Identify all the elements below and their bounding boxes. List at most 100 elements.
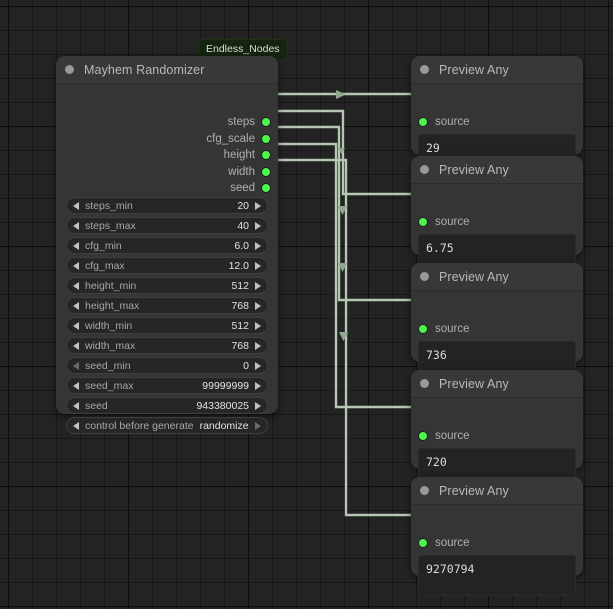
collapse-dot-icon[interactable] (420, 272, 429, 281)
preview-value: 736 (426, 348, 447, 362)
widget-label: height_min (85, 279, 137, 292)
widget-cfg-max[interactable]: cfg_max 12.0 (66, 257, 268, 274)
preview-value: 6.75 (426, 241, 454, 255)
preview-any-node-5[interactable]: Preview Any source 9270794 (411, 477, 583, 596)
next-option-arrow-icon[interactable] (255, 421, 261, 430)
widget-label: control before generate (85, 419, 194, 432)
widget-value[interactable]: randomize (199, 419, 249, 432)
decrement-arrow-icon[interactable] (73, 361, 79, 370)
collapse-dot-icon[interactable] (65, 65, 74, 74)
decrement-arrow-icon[interactable] (73, 401, 79, 410)
decrement-arrow-icon[interactable] (73, 281, 79, 290)
output-dot-icon[interactable] (262, 135, 270, 143)
input-slot-label: source (435, 323, 470, 335)
input-slot-source[interactable]: source (419, 114, 470, 130)
decrement-arrow-icon[interactable] (73, 221, 79, 230)
node-header[interactable]: Preview Any (411, 56, 583, 84)
increment-arrow-icon[interactable] (255, 361, 261, 370)
decrement-arrow-icon[interactable] (73, 321, 79, 330)
widget-value[interactable]: 512 (231, 319, 249, 332)
widget-value[interactable]: 20 (237, 199, 249, 212)
widget-value[interactable]: 6.0 (234, 239, 249, 252)
decrement-arrow-icon[interactable] (73, 341, 79, 350)
widget-seed-min[interactable]: seed_min 0 (66, 357, 268, 374)
widget-control-before-generate[interactable]: control before generate randomize (66, 417, 268, 434)
decrement-arrow-icon[interactable] (73, 261, 79, 270)
preview-any-node-1[interactable]: Preview Any source 29 (411, 56, 583, 175)
node-header[interactable]: Preview Any (411, 156, 583, 184)
widget-label: steps_max (85, 219, 136, 232)
previous-option-arrow-icon[interactable] (73, 421, 79, 430)
widget-value[interactable]: 99999999 (202, 379, 249, 392)
node-title: Preview Any (439, 269, 509, 284)
link-height (272, 125, 417, 302)
decrement-arrow-icon[interactable] (73, 201, 79, 210)
preview-value: 720 (426, 455, 447, 469)
decrement-arrow-icon[interactable] (73, 381, 79, 390)
widget-value[interactable]: 768 (231, 339, 249, 352)
decrement-arrow-icon[interactable] (73, 241, 79, 250)
increment-arrow-icon[interactable] (255, 221, 261, 230)
output-dot-icon[interactable] (262, 118, 270, 126)
output-slot-steps[interactable]: steps (228, 114, 270, 130)
collapse-dot-icon[interactable] (420, 65, 429, 74)
widget-steps-max[interactable]: steps_max 40 (66, 217, 268, 234)
output-dot-icon[interactable] (262, 184, 270, 192)
collapse-dot-icon[interactable] (420, 379, 429, 388)
output-slot-height[interactable]: height (224, 147, 270, 163)
input-slot-source[interactable]: source (419, 214, 470, 230)
input-slot-source[interactable]: source (419, 535, 470, 551)
decrement-arrow-icon[interactable] (73, 301, 79, 310)
widget-seed-max[interactable]: seed_max 99999999 (66, 377, 268, 394)
input-dot-icon[interactable] (419, 325, 427, 333)
mayhem-randomizer-node[interactable]: Mayhem Randomizer steps cfg_scale height… (56, 56, 278, 434)
increment-arrow-icon[interactable] (255, 321, 261, 330)
preview-any-node-4[interactable]: Preview Any source 720 (411, 370, 583, 489)
input-dot-icon[interactable] (419, 432, 427, 440)
widget-cfg-min[interactable]: cfg_min 6.0 (66, 237, 268, 254)
preview-any-node-3[interactable]: Preview Any source 736 (411, 263, 583, 382)
preview-any-node-2[interactable]: Preview Any source 6.75 (411, 156, 583, 275)
output-dot-icon[interactable] (262, 168, 270, 176)
preview-text-box[interactable]: 9270794 (418, 555, 576, 596)
widget-value[interactable]: 943380025 (196, 399, 249, 412)
widget-value[interactable]: 512 (231, 279, 249, 292)
output-slot-seed[interactable]: seed (230, 180, 270, 196)
widget-value[interactable]: 12.0 (228, 259, 249, 272)
output-dot-icon[interactable] (262, 151, 270, 159)
output-slot-width[interactable]: width (228, 164, 270, 180)
widget-value[interactable]: 0 (243, 359, 249, 372)
widget-label: seed_max (85, 379, 134, 392)
increment-arrow-icon[interactable] (255, 401, 261, 410)
increment-arrow-icon[interactable] (255, 301, 261, 310)
increment-arrow-icon[interactable] (255, 381, 261, 390)
widget-steps-min[interactable]: steps_min 20 (66, 197, 268, 214)
increment-arrow-icon[interactable] (255, 241, 261, 250)
increment-arrow-icon[interactable] (255, 261, 261, 270)
widget-height-max[interactable]: height_max 768 (66, 297, 268, 314)
increment-arrow-icon[interactable] (255, 281, 261, 290)
output-slot-label: seed (230, 182, 255, 194)
output-slot-cfg-scale[interactable]: cfg_scale (206, 131, 270, 147)
widget-value[interactable]: 768 (231, 299, 249, 312)
widget-width-max[interactable]: width_max 768 (66, 337, 268, 354)
widget-height-min[interactable]: height_min 512 (66, 277, 268, 294)
input-dot-icon[interactable] (419, 118, 427, 126)
node-header[interactable]: Preview Any (411, 263, 583, 291)
node-header[interactable]: Preview Any (411, 370, 583, 398)
input-dot-icon[interactable] (419, 218, 427, 226)
increment-arrow-icon[interactable] (255, 201, 261, 210)
input-slot-source[interactable]: source (419, 321, 470, 337)
increment-arrow-icon[interactable] (255, 341, 261, 350)
widget-value[interactable]: 40 (237, 219, 249, 232)
collapse-dot-icon[interactable] (420, 486, 429, 495)
widget-seed[interactable]: seed 943380025 (66, 397, 268, 414)
widget-width-min[interactable]: width_min 512 (66, 317, 268, 334)
input-slot-source[interactable]: source (419, 428, 470, 444)
widget-label: width_min (85, 319, 133, 332)
collapse-dot-icon[interactable] (420, 165, 429, 174)
input-dot-icon[interactable] (419, 539, 427, 547)
node-header[interactable]: Preview Any (411, 477, 583, 505)
node-header[interactable]: Mayhem Randomizer (56, 56, 278, 84)
